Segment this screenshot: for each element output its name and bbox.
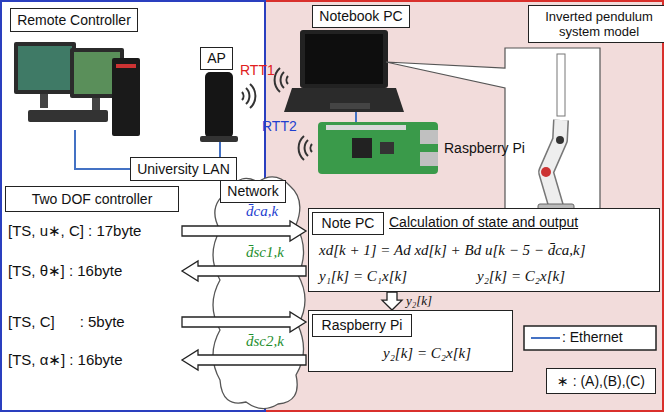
hollow-arrow: [182, 261, 306, 281]
router: [205, 72, 233, 138]
packet-label: [TS, u∗, C] : 17byte: [8, 222, 141, 240]
laptop-touchpad: [330, 103, 370, 109]
label-box: Notebook PC: [312, 5, 410, 28]
chip: [352, 138, 372, 158]
node-text: Note PC: [322, 215, 375, 232]
packet-label: [TS, C] : 5byte: [8, 313, 125, 331]
robot-arm-outline: [546, 120, 561, 206]
title-box: Note PC: [312, 212, 384, 235]
node-text: Raspberry Pi: [322, 317, 403, 334]
pendulum-rod: [557, 54, 565, 116]
robot-arm: [546, 120, 561, 206]
laptop-base: [284, 88, 404, 112]
node-text: Calculation of state and output: [389, 214, 578, 231]
packet-label: [TS, α∗] : 16byte: [8, 351, 123, 369]
node-text: AP: [207, 50, 226, 67]
wifi-symbol: [299, 136, 304, 160]
hollow-arrow: [182, 312, 306, 332]
node-text: Network: [227, 183, 278, 200]
laptop-screen: [305, 34, 383, 84]
edge-label: y₂[k]: [406, 293, 432, 308]
device-label: Raspberry Pi: [444, 140, 525, 157]
node-text: y₁[k] = C₁x[k]: [319, 267, 407, 285]
gpio-header: [326, 125, 406, 130]
delay-label: d̄ca,k: [246, 203, 278, 220]
label-box: University LAN: [130, 157, 237, 181]
label-box: AP: [200, 47, 233, 70]
remote-side-region: [265, 1, 663, 411]
node-text: Inverted pendulum system model: [529, 9, 664, 39]
monitor: [14, 42, 76, 94]
label-box: Inverted pendulum system model: [528, 5, 664, 43]
wifi-symbol: [281, 72, 284, 88]
ethernet-wire: [219, 142, 221, 157]
wifi-symbol: [250, 84, 255, 108]
robot-joint: [556, 136, 564, 144]
usb-port: [420, 152, 438, 166]
raspberry-pi-board: [318, 122, 438, 174]
pc-tower-light: [116, 64, 136, 68]
wifi-symbol: [305, 140, 308, 156]
node-text: xd[k + 1] = Ad xd[k] + Bd u[k − 5 − d̄ca…: [319, 241, 586, 259]
pc-tower: [112, 58, 140, 136]
link-label: RTT1: [240, 62, 275, 79]
node-text: ∗ : (A),(B),(C): [557, 373, 645, 390]
node-text: University LAN: [137, 161, 230, 178]
robot-joint: [541, 167, 551, 177]
delay-label: d̄sc1,k: [246, 244, 284, 261]
process-box: y₂[k] = C₂x[k] Raspberry Pi: [308, 310, 513, 372]
legend-box: [524, 326, 656, 350]
node-text: Notebook PC: [319, 8, 402, 25]
title-box: Raspberry Pi: [312, 314, 412, 337]
monitor-screen: [18, 46, 72, 90]
wifi-symbol: [286, 76, 288, 84]
node-text: y₂[k] = C₂x[k]: [383, 344, 471, 362]
monitor-stand: [92, 98, 100, 110]
usb-port: [420, 130, 438, 144]
monitor-stand: [40, 94, 48, 108]
packet-label: [TS, θ∗] : 16byte: [8, 262, 122, 280]
ethernet-wire: [355, 112, 357, 122]
wifi-symbol: [242, 92, 244, 100]
note-box: ∗ : (A),(B),(C): [546, 368, 656, 394]
network-cloud: [213, 177, 305, 409]
legend-text: : Ethernet: [562, 329, 623, 346]
keyboard: [28, 110, 108, 122]
hollow-arrow: [182, 350, 306, 370]
wifi-symbol: [246, 88, 249, 104]
chip: [380, 142, 394, 154]
hollow-arrow: [182, 221, 306, 241]
wifi-symbol: [310, 144, 312, 152]
wifi-symbol: [275, 68, 280, 92]
laptop-lid: [300, 30, 388, 88]
process-box: Calculation of state and output xd[k + 1]…: [308, 208, 660, 292]
network-label-box: Network: [220, 180, 286, 203]
label-box: Remote Controller: [10, 8, 138, 32]
legend-line-sample: [531, 337, 560, 339]
controller-box: Two DOF controller: [5, 186, 179, 212]
node-text: Two DOF controller: [32, 191, 153, 208]
hollow-arrow: [382, 292, 402, 310]
node-text: y₂[k] = C₂x[k]: [477, 267, 565, 285]
callout-bubble: [386, 48, 600, 222]
router-stand: [200, 136, 238, 142]
node-text: Remote Controller: [17, 12, 131, 29]
delay-label: d̄sc2,k: [246, 333, 284, 350]
link-label: RTT2: [262, 118, 297, 135]
